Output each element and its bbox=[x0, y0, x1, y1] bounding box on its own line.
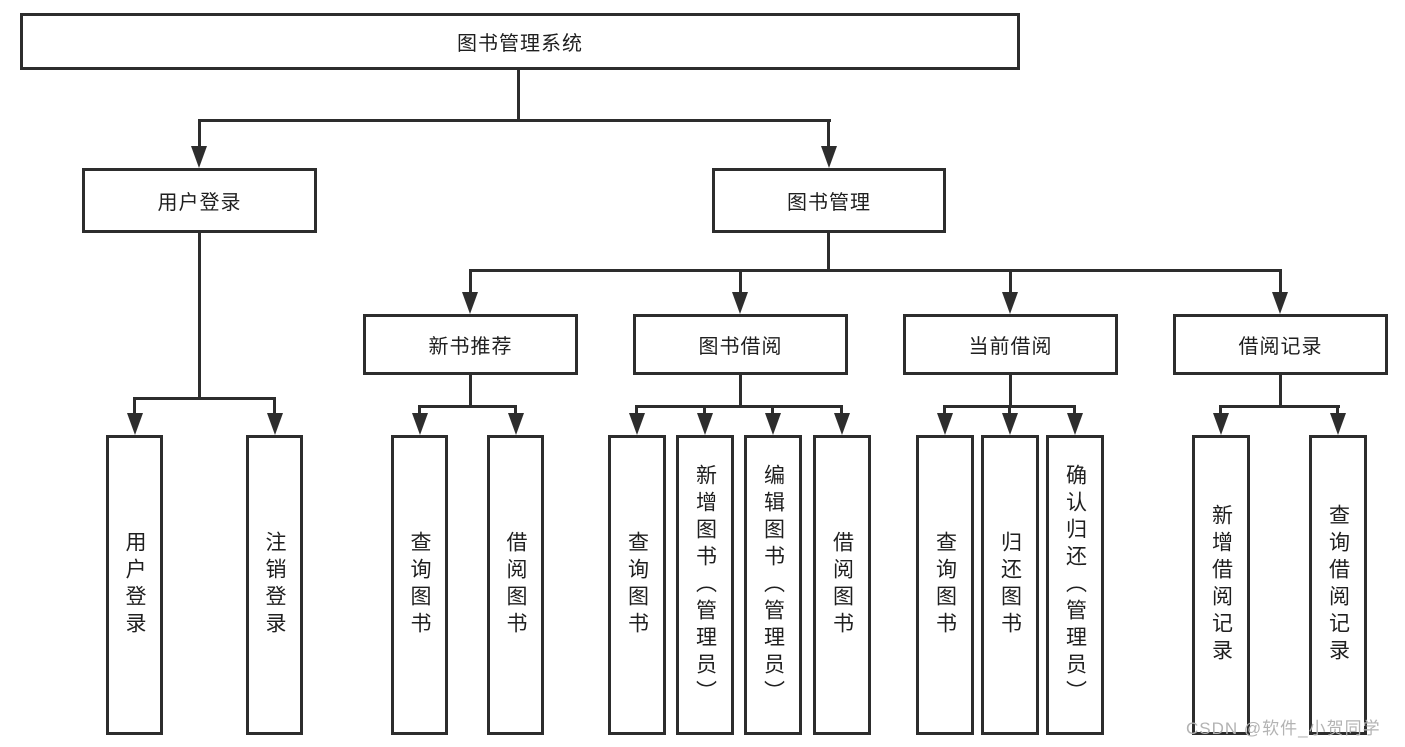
arrowhead-down-icon bbox=[765, 413, 781, 435]
leaf-borrow-books-newbook: 借阅图书 bbox=[487, 435, 544, 735]
arrowhead-down-icon bbox=[937, 413, 953, 435]
node-label: 当前借阅 bbox=[968, 336, 1053, 358]
connector-line bbox=[133, 397, 136, 414]
leaf-query-books-current: 查询图书 bbox=[916, 435, 974, 735]
connector-line bbox=[198, 119, 831, 122]
connector-line bbox=[1336, 405, 1339, 415]
arrowhead-down-icon bbox=[1272, 292, 1288, 314]
leaf-user-login: 用户登录 bbox=[106, 435, 163, 735]
leaf-label: 用户登录 bbox=[123, 531, 146, 639]
arrowhead-down-icon bbox=[629, 413, 645, 435]
connector-line bbox=[771, 405, 774, 415]
leaf-label: 查询图书 bbox=[625, 531, 649, 639]
leaf-query-books-borrow: 查询图书 bbox=[608, 435, 666, 735]
node-label: 图书管理系统 bbox=[457, 33, 583, 55]
connector-line bbox=[469, 269, 1282, 272]
connector-line bbox=[635, 405, 843, 408]
leaf-label: 查询借阅记录 bbox=[1326, 504, 1350, 666]
node-label: 图书借阅 bbox=[698, 336, 783, 358]
node-library-management-system: 图书管理系统 bbox=[20, 13, 1020, 70]
connector-line bbox=[1009, 269, 1012, 292]
connector-line bbox=[1219, 405, 1222, 415]
connector-line bbox=[1219, 405, 1340, 408]
node-user-login: 用户登录 bbox=[82, 168, 317, 233]
node-label: 图书管理 bbox=[787, 192, 871, 214]
connector-line bbox=[827, 233, 830, 272]
leaf-return-book: 归还图书 bbox=[981, 435, 1039, 735]
node-new-book-recommendation: 新书推荐 bbox=[363, 314, 578, 375]
connector-line bbox=[703, 405, 706, 415]
connector-line bbox=[635, 405, 638, 415]
connector-line bbox=[514, 405, 517, 415]
arrowhead-down-icon bbox=[1067, 413, 1083, 435]
arrowhead-down-icon bbox=[821, 146, 837, 168]
leaf-label: 查询图书 bbox=[408, 531, 431, 639]
node-borrowing-records: 借阅记录 bbox=[1173, 314, 1388, 375]
connector-line bbox=[1073, 405, 1076, 415]
node-label: 用户登录 bbox=[157, 192, 242, 214]
csdn-watermark: CSDN @软件_小贺同学 bbox=[1186, 719, 1381, 738]
connector-line bbox=[739, 375, 742, 407]
connector-line bbox=[943, 405, 946, 415]
arrowhead-down-icon bbox=[834, 413, 850, 435]
node-book-borrowing: 图书借阅 bbox=[633, 314, 848, 375]
connector-line bbox=[418, 405, 517, 408]
leaf-query-borrow-record: 查询借阅记录 bbox=[1309, 435, 1367, 735]
node-book-management: 图书管理 bbox=[712, 168, 946, 233]
node-current-borrowing: 当前借阅 bbox=[903, 314, 1118, 375]
connector-line bbox=[827, 119, 830, 146]
connector-line bbox=[198, 119, 201, 146]
connector-line bbox=[1279, 269, 1282, 292]
arrowhead-down-icon bbox=[267, 413, 283, 435]
connector-line bbox=[1009, 375, 1012, 407]
leaf-logout: 注销登录 bbox=[246, 435, 303, 735]
leaf-label: 确认归还（管理员） bbox=[1063, 463, 1087, 707]
arrowhead-down-icon bbox=[462, 292, 478, 314]
leaf-label: 新增借阅记录 bbox=[1209, 504, 1233, 666]
leaf-add-book-admin: 新增图书（管理员） bbox=[676, 435, 734, 735]
leaf-label: 归还图书 bbox=[998, 531, 1022, 639]
connector-line bbox=[1279, 375, 1282, 407]
leaf-label: 新增图书（管理员） bbox=[693, 463, 717, 707]
arrowhead-down-icon bbox=[508, 413, 524, 435]
connector-line bbox=[469, 269, 472, 292]
connector-line bbox=[418, 405, 421, 415]
leaf-label: 注销登录 bbox=[263, 531, 286, 639]
connector-line bbox=[133, 397, 276, 400]
arrowhead-down-icon bbox=[697, 413, 713, 435]
arrowhead-down-icon bbox=[127, 413, 143, 435]
leaf-label: 编辑图书（管理员） bbox=[761, 463, 785, 707]
arrowhead-down-icon bbox=[1330, 413, 1346, 435]
connector-line bbox=[469, 375, 472, 407]
arrowhead-down-icon bbox=[412, 413, 428, 435]
leaf-label: 借阅图书 bbox=[830, 531, 854, 639]
leaf-label: 查询图书 bbox=[933, 531, 957, 639]
arrowhead-down-icon bbox=[191, 146, 207, 168]
connector-line bbox=[1008, 405, 1011, 415]
arrowhead-down-icon bbox=[732, 292, 748, 314]
connector-line bbox=[517, 70, 520, 119]
arrowhead-down-icon bbox=[1002, 292, 1018, 314]
connector-line bbox=[840, 405, 843, 415]
node-label: 借阅记录 bbox=[1238, 336, 1323, 358]
arrowhead-down-icon bbox=[1002, 413, 1018, 435]
leaf-label: 借阅图书 bbox=[504, 531, 527, 639]
leaf-confirm-return-admin: 确认归还（管理员） bbox=[1046, 435, 1104, 735]
connector-line bbox=[739, 269, 742, 292]
leaf-query-books-newbook: 查询图书 bbox=[391, 435, 448, 735]
connector-line bbox=[273, 397, 276, 414]
connector-line bbox=[198, 233, 201, 397]
leaf-add-borrow-record: 新增借阅记录 bbox=[1192, 435, 1250, 735]
arrowhead-down-icon bbox=[1213, 413, 1229, 435]
leaf-borrow-books-borrow: 借阅图书 bbox=[813, 435, 871, 735]
leaf-edit-book-admin: 编辑图书（管理员） bbox=[744, 435, 802, 735]
node-label: 新书推荐 bbox=[428, 336, 513, 358]
